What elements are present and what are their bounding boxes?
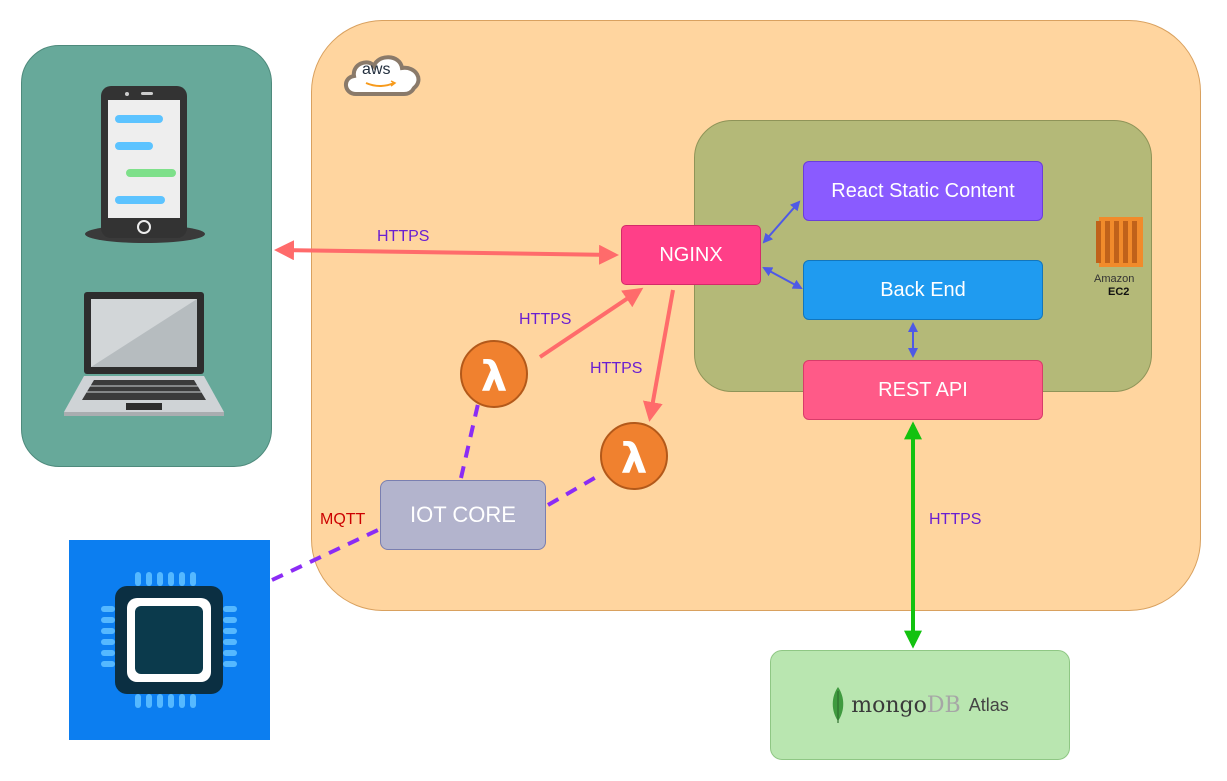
react-static-node[interactable]: React Static Content <box>803 161 1043 221</box>
mqtt-label: MQTT <box>320 511 366 528</box>
react-static-label: React Static Content <box>831 179 1015 202</box>
atlas-word: Atlas <box>968 694 1009 715</box>
iot-lambda2-line <box>546 474 600 507</box>
chip-iot-mqtt-line <box>271 528 379 582</box>
mongodb-leaf-icon <box>833 687 844 723</box>
rest-api-label: REST API <box>878 378 968 401</box>
lambda1-nginx-arrow <box>538 287 644 359</box>
nginx-react-arrow <box>762 200 801 244</box>
chip-icon <box>101 572 237 708</box>
iot-core-label: IOT CORE <box>410 502 516 527</box>
svg-text:λ: λ <box>621 434 648 483</box>
nginx-backend-arrow <box>762 267 803 289</box>
mongo-word: mongo <box>851 692 927 718</box>
aws-label: aws <box>362 61 391 78</box>
lambda-icon[interactable]: λ <box>460 340 528 408</box>
laptop-icon <box>64 292 224 416</box>
ec2-brand-label: Amazon <box>1094 273 1135 285</box>
nginx-node[interactable]: NGINX <box>621 225 761 285</box>
client-https-label: HTTPS <box>377 228 430 245</box>
backend-label: Back End <box>880 278 966 301</box>
aws-cloud-icon: aws <box>340 52 426 98</box>
db-https-label: HTTPS <box>929 511 982 528</box>
ec2-model-label: EC2 <box>1108 286 1130 298</box>
svg-text:λ: λ <box>481 352 508 401</box>
ec2-icon: Amazon EC2 <box>1090 211 1150 301</box>
backend-node[interactable]: Back End <box>803 260 1043 320</box>
lambda2-https-label: HTTPS <box>590 360 643 377</box>
lambda-icon[interactable]: λ <box>600 422 668 490</box>
smartphone-icon <box>85 86 205 243</box>
iot-core-node[interactable]: IOT CORE <box>380 480 546 550</box>
mongodb-atlas-node[interactable]: mongo DB Atlas <box>770 650 1070 760</box>
lambda1-https-label: HTTPS <box>519 311 572 328</box>
db-word: DB <box>926 692 961 718</box>
client-nginx-arrow <box>274 240 619 265</box>
nginx-label: NGINX <box>659 243 723 266</box>
rest-api-node[interactable]: REST API <box>803 360 1043 420</box>
nginx-lambda2-arrow <box>642 289 675 422</box>
iot-lambda1-line <box>459 403 480 479</box>
